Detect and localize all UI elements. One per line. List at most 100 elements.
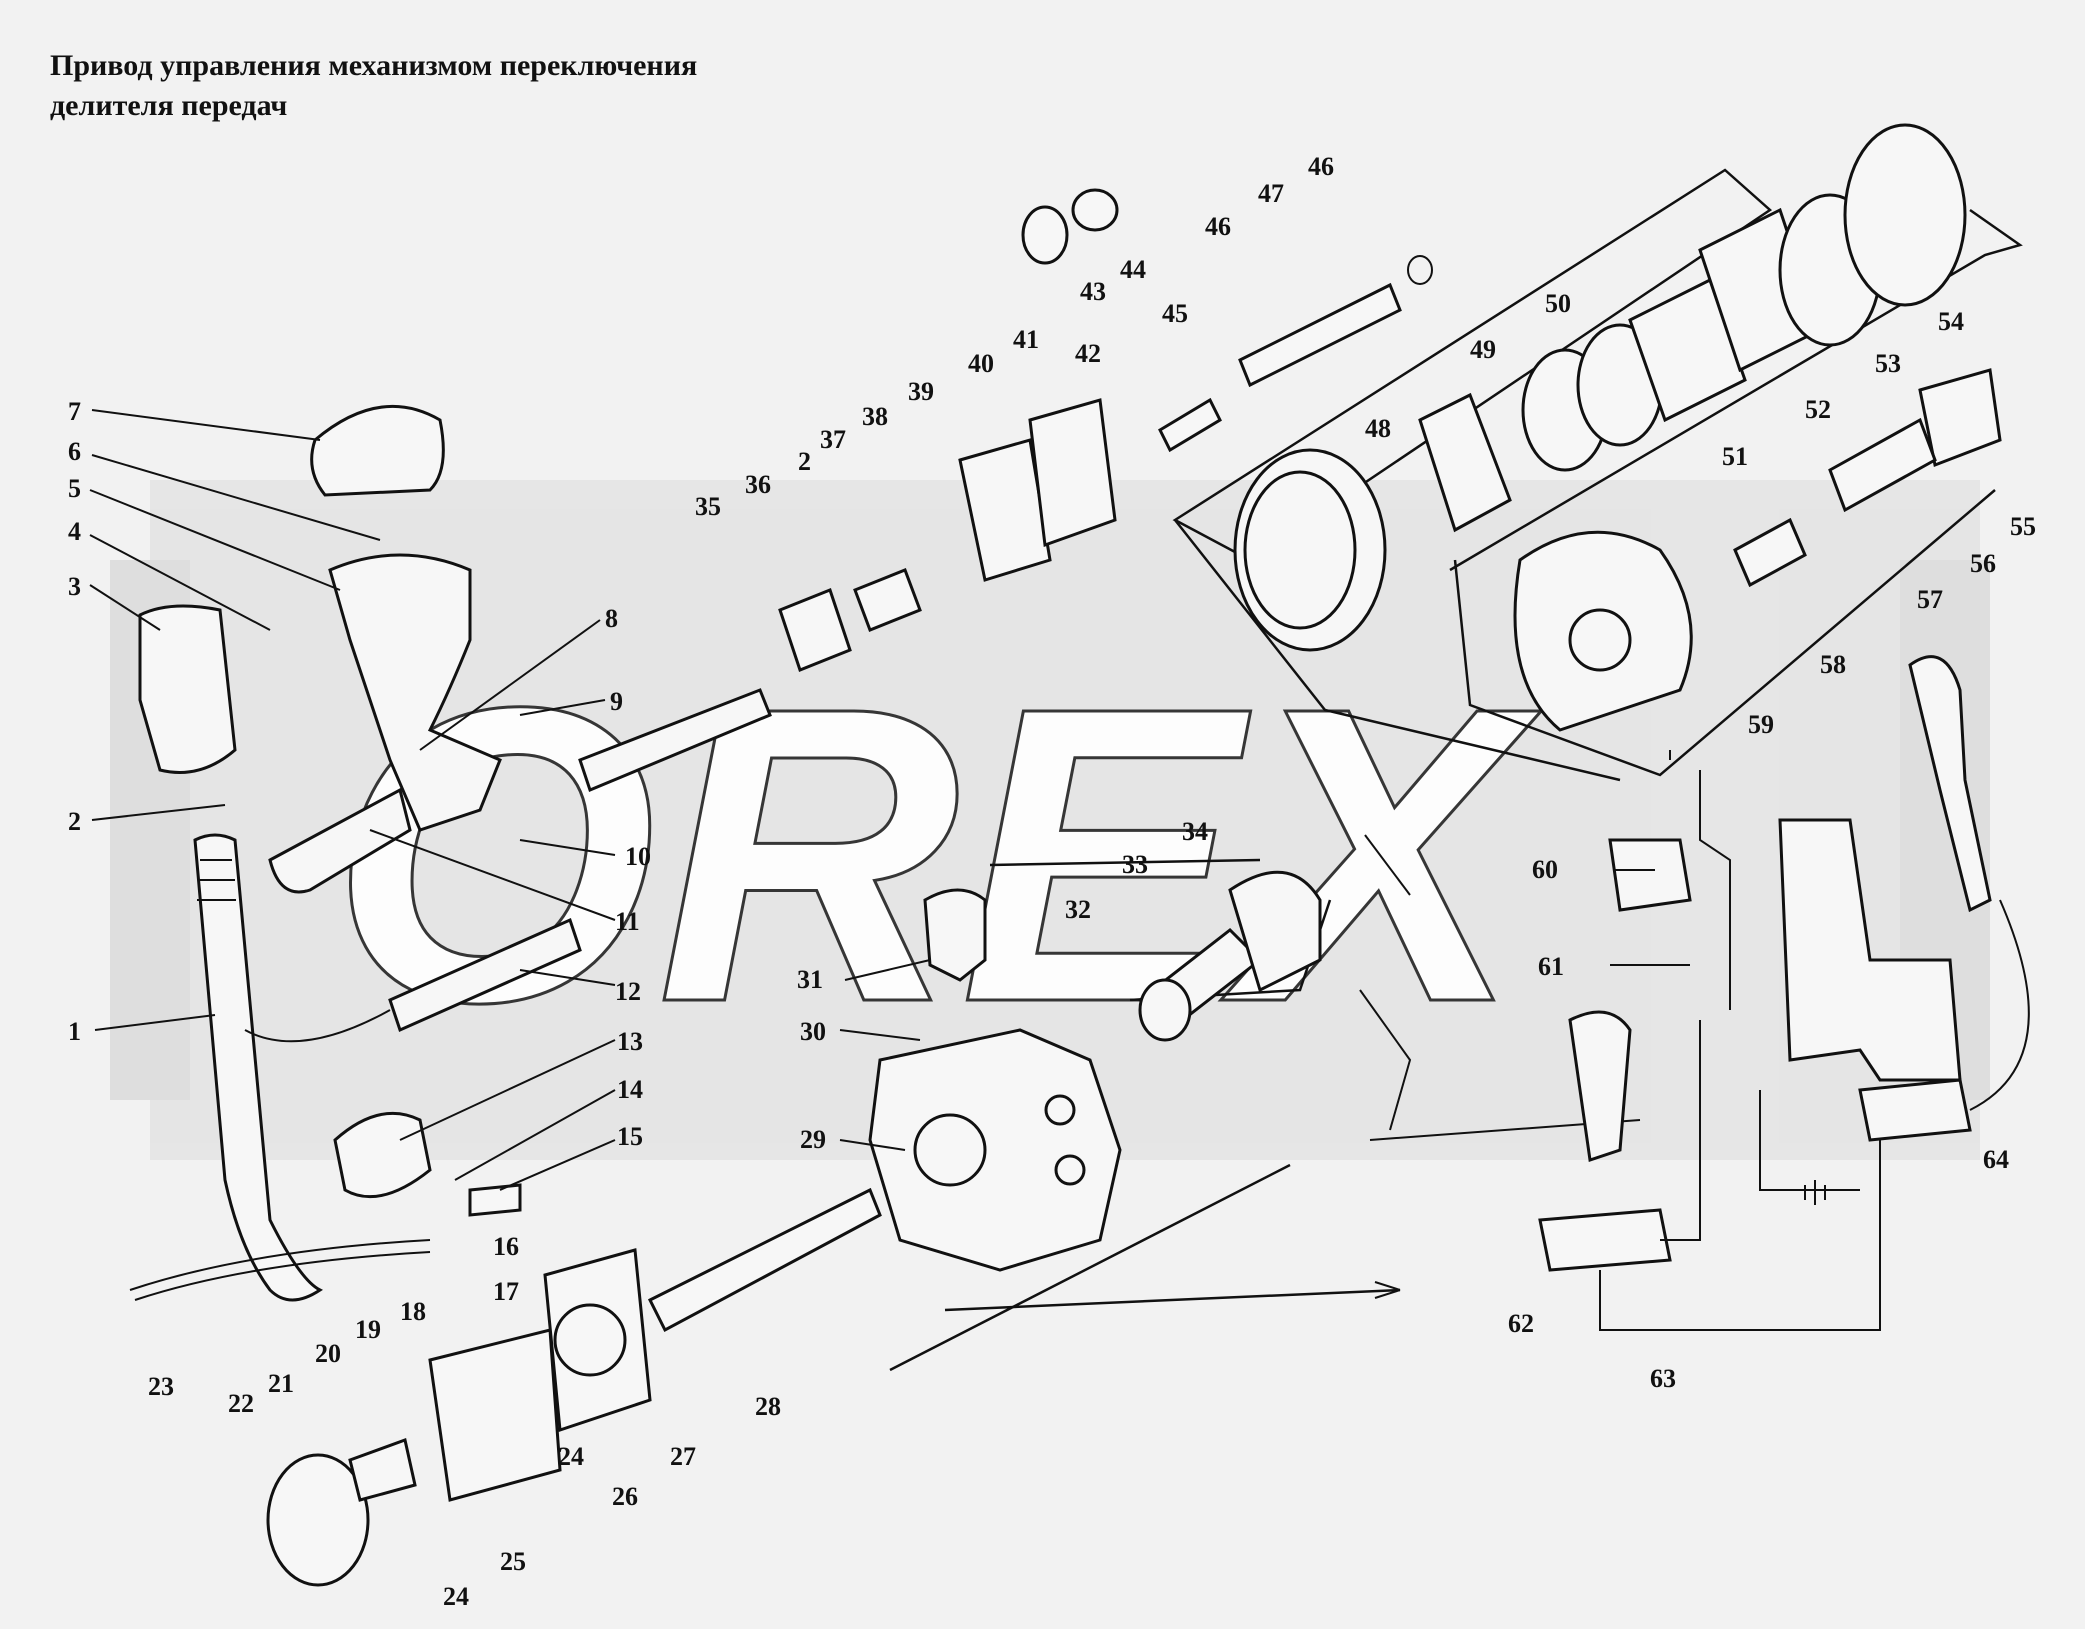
callout-c24a: 24 — [558, 1442, 584, 1471]
diaphragm-54 — [1843, 123, 1967, 307]
pneumatic-schematic — [1359, 655, 2030, 1331]
shift-lever-62 — [1568, 1010, 1632, 1162]
cable-spring — [388, 917, 582, 1033]
callout-c46b: 46 — [1308, 152, 1334, 181]
callout-c4: 4 — [68, 517, 81, 546]
callout-c5: 5 — [68, 474, 81, 503]
callout-c28: 28 — [755, 1392, 781, 1421]
plunger-47 — [1238, 282, 1402, 388]
callout-c35: 35 — [695, 492, 721, 521]
callout-c42: 42 — [1075, 339, 1101, 368]
diagram-title-line-1: Привод управления механизмом переключени… — [50, 49, 698, 82]
callout-c19: 19 — [355, 1315, 381, 1344]
callout-c50: 50 — [1545, 289, 1571, 318]
callout-c30: 30 — [800, 1017, 826, 1046]
callout-c18: 18 — [400, 1297, 426, 1326]
diagram-title-line-2: делителя передач — [50, 89, 288, 122]
valve-55 — [1918, 368, 2002, 468]
callout-c59: 59 — [1748, 710, 1774, 739]
cover-25 — [428, 1328, 562, 1502]
callout-c38: 38 — [862, 402, 888, 431]
callout-c64: 64 — [1983, 1145, 2009, 1174]
callout-c58: 58 — [1820, 650, 1846, 679]
spring-56 — [1828, 417, 1937, 513]
callout-c54: 54 — [1938, 307, 1964, 336]
fitting-58 — [1733, 517, 1807, 588]
callout-c37: 37 — [820, 425, 846, 454]
callout-c11: 11 — [615, 907, 640, 936]
callout-c15: 15 — [617, 1122, 643, 1151]
valve-body-30 — [868, 1028, 1122, 1272]
callout-c33: 33 — [1122, 850, 1148, 879]
callout-c13: 13 — [617, 1027, 643, 1056]
callout-c24b: 24 — [443, 1582, 469, 1611]
callout-c2a: 2 — [68, 807, 81, 836]
callout-c56: 56 — [1970, 549, 1996, 578]
callout-c32: 32 — [1065, 895, 1091, 924]
callout-c23: 23 — [148, 1372, 174, 1401]
rear-knob-assembly — [266, 1187, 882, 1587]
spring-51 — [1628, 277, 1747, 423]
cable-clamp-13 — [333, 1111, 432, 1199]
callout-c29: 29 — [800, 1125, 826, 1154]
callout-c20: 20 — [315, 1339, 341, 1368]
callout-c36: 36 — [745, 470, 771, 499]
valve-64 — [1858, 1078, 1972, 1142]
cylinder-assembly — [1233, 123, 2002, 732]
callout-c34: 34 — [1182, 817, 1208, 846]
callout-c3: 3 — [68, 572, 81, 601]
callout-c16: 16 — [493, 1232, 519, 1261]
callout-c7: 7 — [68, 397, 81, 426]
callout-c22: 22 — [228, 1389, 254, 1418]
leader-lines — [89, 409, 1690, 1191]
upper-rod-assembly — [578, 188, 1433, 793]
lever-housing — [328, 553, 502, 832]
callout-c60: 60 — [1532, 855, 1558, 884]
cap-34 — [1228, 870, 1322, 993]
callout-c48: 48 — [1365, 414, 1391, 443]
watermark: OREX — [110, 480, 1990, 1160]
callout-c8: 8 — [605, 604, 618, 633]
callout-c21: 21 — [268, 1369, 294, 1398]
knob-22 — [266, 1453, 370, 1587]
callout-c14: 14 — [617, 1075, 643, 1104]
rod-28 — [647, 1187, 882, 1333]
bolt-15 — [468, 1183, 522, 1217]
diagram-title: Привод управления механизмом переключени… — [50, 46, 950, 126]
lever-bracket — [138, 604, 237, 774]
callout-c1: 1 — [68, 1017, 81, 1046]
callout-c46a: 46 — [1205, 212, 1231, 241]
callout-c52: 52 — [1805, 395, 1831, 424]
callout-c41: 41 — [1013, 325, 1039, 354]
lever-rod — [193, 833, 323, 1302]
callout-c39: 39 — [908, 377, 934, 406]
handle-upper-right — [1908, 655, 1992, 913]
fitting-31 — [923, 888, 987, 982]
guide-39 — [958, 438, 1052, 582]
washer-43 — [1021, 205, 1069, 265]
callout-c45: 45 — [1162, 299, 1188, 328]
sleeve-37 — [853, 568, 922, 632]
valve-body-assembly — [868, 870, 1322, 1272]
gasket-40 — [1028, 398, 1117, 548]
callout-c10: 10 — [625, 842, 651, 871]
bolt-45 — [1158, 397, 1222, 453]
callout-c61: 61 — [1538, 952, 1564, 981]
callout-c9: 9 — [610, 687, 623, 716]
callout-c49: 49 — [1470, 335, 1496, 364]
plunger-21 — [348, 1438, 417, 1502]
lever-clamp — [268, 787, 412, 894]
callout-labels: 1223456789101112131415161718192021222324… — [68, 152, 2036, 1611]
callout-c43: 43 — [1080, 277, 1106, 306]
callout-c12: 12 — [615, 977, 641, 1006]
callout-c17: 17 — [493, 1277, 519, 1306]
valve-62 — [1538, 1208, 1672, 1272]
callout-c47: 47 — [1258, 179, 1284, 208]
spring-rod-35 — [578, 688, 772, 793]
callout-c27: 27 — [670, 1442, 696, 1471]
nut-36 — [778, 588, 852, 672]
callout-c62: 62 — [1508, 1309, 1534, 1338]
callout-c2b: 2 — [798, 447, 811, 476]
callout-c31: 31 — [797, 965, 823, 994]
